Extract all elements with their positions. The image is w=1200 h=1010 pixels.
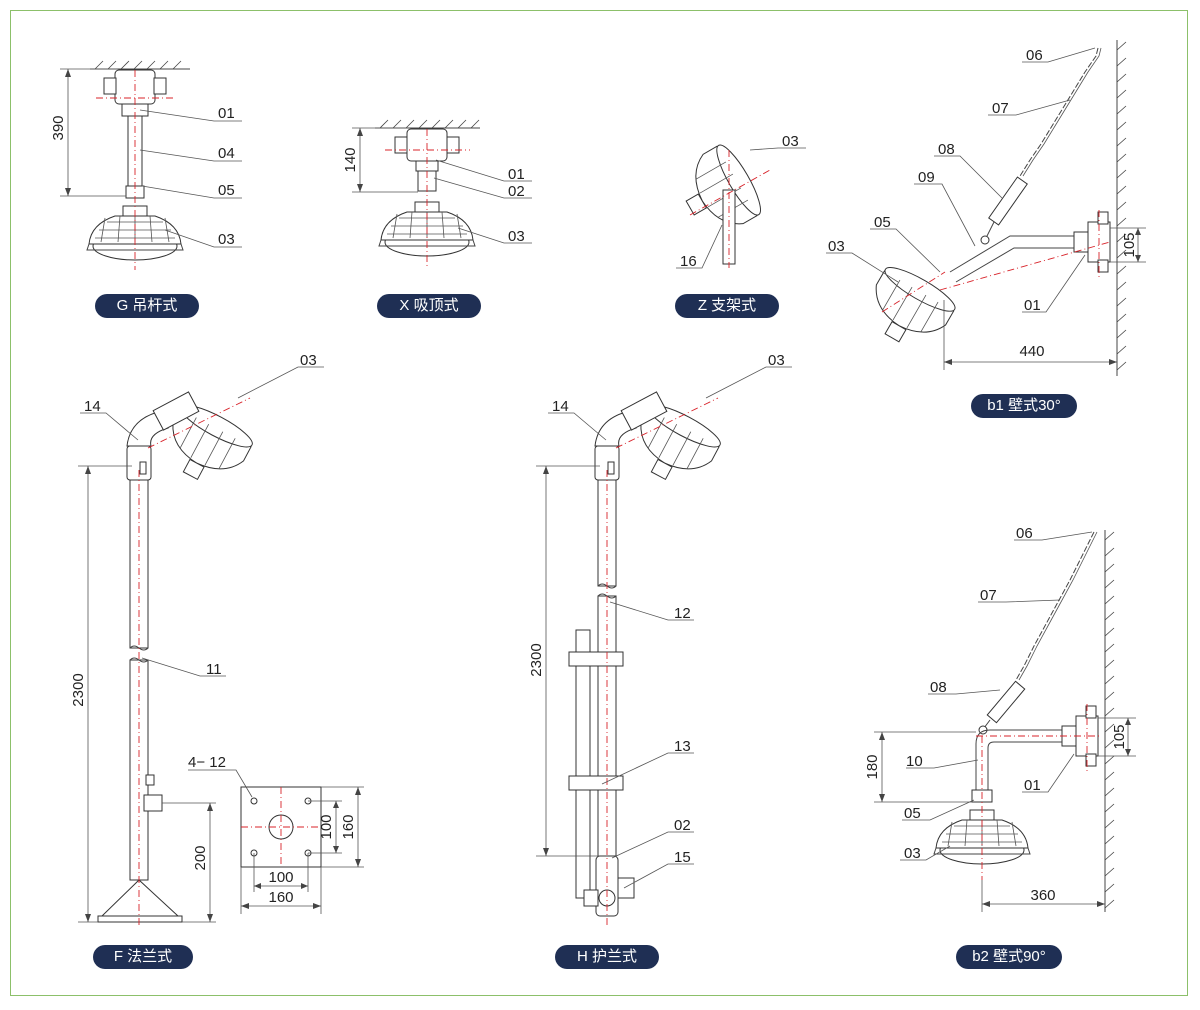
- part-b2-05: 05: [904, 805, 921, 822]
- part-b1-09: 09: [918, 169, 935, 186]
- part-g-04: 04: [218, 145, 235, 162]
- part-b2-01: 01: [1024, 777, 1041, 794]
- caption-z: Z 支架式: [675, 294, 779, 318]
- part-x-03: 03: [508, 228, 525, 245]
- part-g-03: 03: [218, 231, 235, 248]
- part-b2-10: 10: [906, 753, 923, 770]
- part-h-14: 14: [552, 398, 569, 415]
- dim-f-plate-100-v: 100: [318, 814, 335, 839]
- part-f-14: 14: [84, 398, 101, 415]
- part-b1-03: 03: [828, 238, 845, 255]
- part-b2-07: 07: [980, 587, 997, 604]
- caption-b1: b1 壁式30°: [971, 394, 1077, 418]
- dim-b2-180: 180: [864, 754, 881, 779]
- part-f-03: 03: [300, 352, 317, 369]
- dim-b1-440: 440: [1019, 343, 1044, 360]
- flange-hole-note: 4− 12: [188, 754, 226, 771]
- part-h-12: 12: [674, 605, 691, 622]
- part-h-13: 13: [674, 738, 691, 755]
- part-b2-03: 03: [904, 845, 921, 862]
- dim-f-plate-160-v: 160: [340, 814, 357, 839]
- part-b1-01: 01: [1024, 297, 1041, 314]
- panel-f: 2300 200 100 160 100: [70, 352, 364, 928]
- dim-g-390: 390: [50, 115, 67, 140]
- part-x-02: 02: [508, 183, 525, 200]
- panel-h: 2300 14 03 12 13 02 15: [528, 352, 792, 925]
- caption-x: X 吸顶式: [377, 294, 481, 318]
- panel-b1: 105 440 06 07 08 09 05 03 01: [826, 40, 1146, 376]
- dim-f-200: 200: [192, 845, 209, 870]
- part-z-03: 03: [782, 133, 799, 150]
- part-b2-06: 06: [1016, 525, 1033, 542]
- dim-f-plate-160-h: 160: [268, 889, 293, 906]
- panel-x: 140 01 02 03: [342, 119, 532, 268]
- part-h-03: 03: [768, 352, 785, 369]
- part-h-02: 02: [674, 817, 691, 834]
- dim-b1-105: 105: [1121, 232, 1138, 257]
- part-x-01: 01: [508, 166, 525, 183]
- caption-h: H 护兰式: [555, 945, 659, 969]
- panel-b2: 105 180 360 06 07 08 10 01 05 03: [864, 525, 1136, 912]
- dim-x-140: 140: [342, 147, 359, 172]
- dim-h-2300: 2300: [528, 643, 545, 676]
- caption-b2: b2 壁式90°: [956, 945, 1062, 969]
- panel-g: 390 01 04 05 03: [50, 60, 242, 270]
- dim-b2-105: 105: [1111, 724, 1128, 749]
- dim-b2-360: 360: [1030, 887, 1055, 904]
- part-b1-08: 08: [938, 141, 955, 158]
- dim-f-2300: 2300: [70, 673, 87, 706]
- caption-f: F 法兰式: [93, 945, 193, 969]
- part-b2-08: 08: [930, 679, 947, 696]
- caption-g: G 吊杆式: [95, 294, 199, 318]
- drawing-frame: [10, 10, 1188, 996]
- part-b1-06: 06: [1026, 47, 1043, 64]
- part-g-01: 01: [218, 105, 235, 122]
- part-f-11: 11: [206, 661, 222, 678]
- part-g-05: 05: [218, 182, 235, 199]
- dim-f-plate-100-h: 100: [268, 869, 293, 886]
- part-b1-07: 07: [992, 100, 1009, 117]
- part-h-15: 15: [674, 849, 691, 866]
- panel-z: 03 16: [669, 133, 806, 270]
- part-z-16: 16: [680, 253, 697, 270]
- part-b1-05: 05: [874, 214, 891, 231]
